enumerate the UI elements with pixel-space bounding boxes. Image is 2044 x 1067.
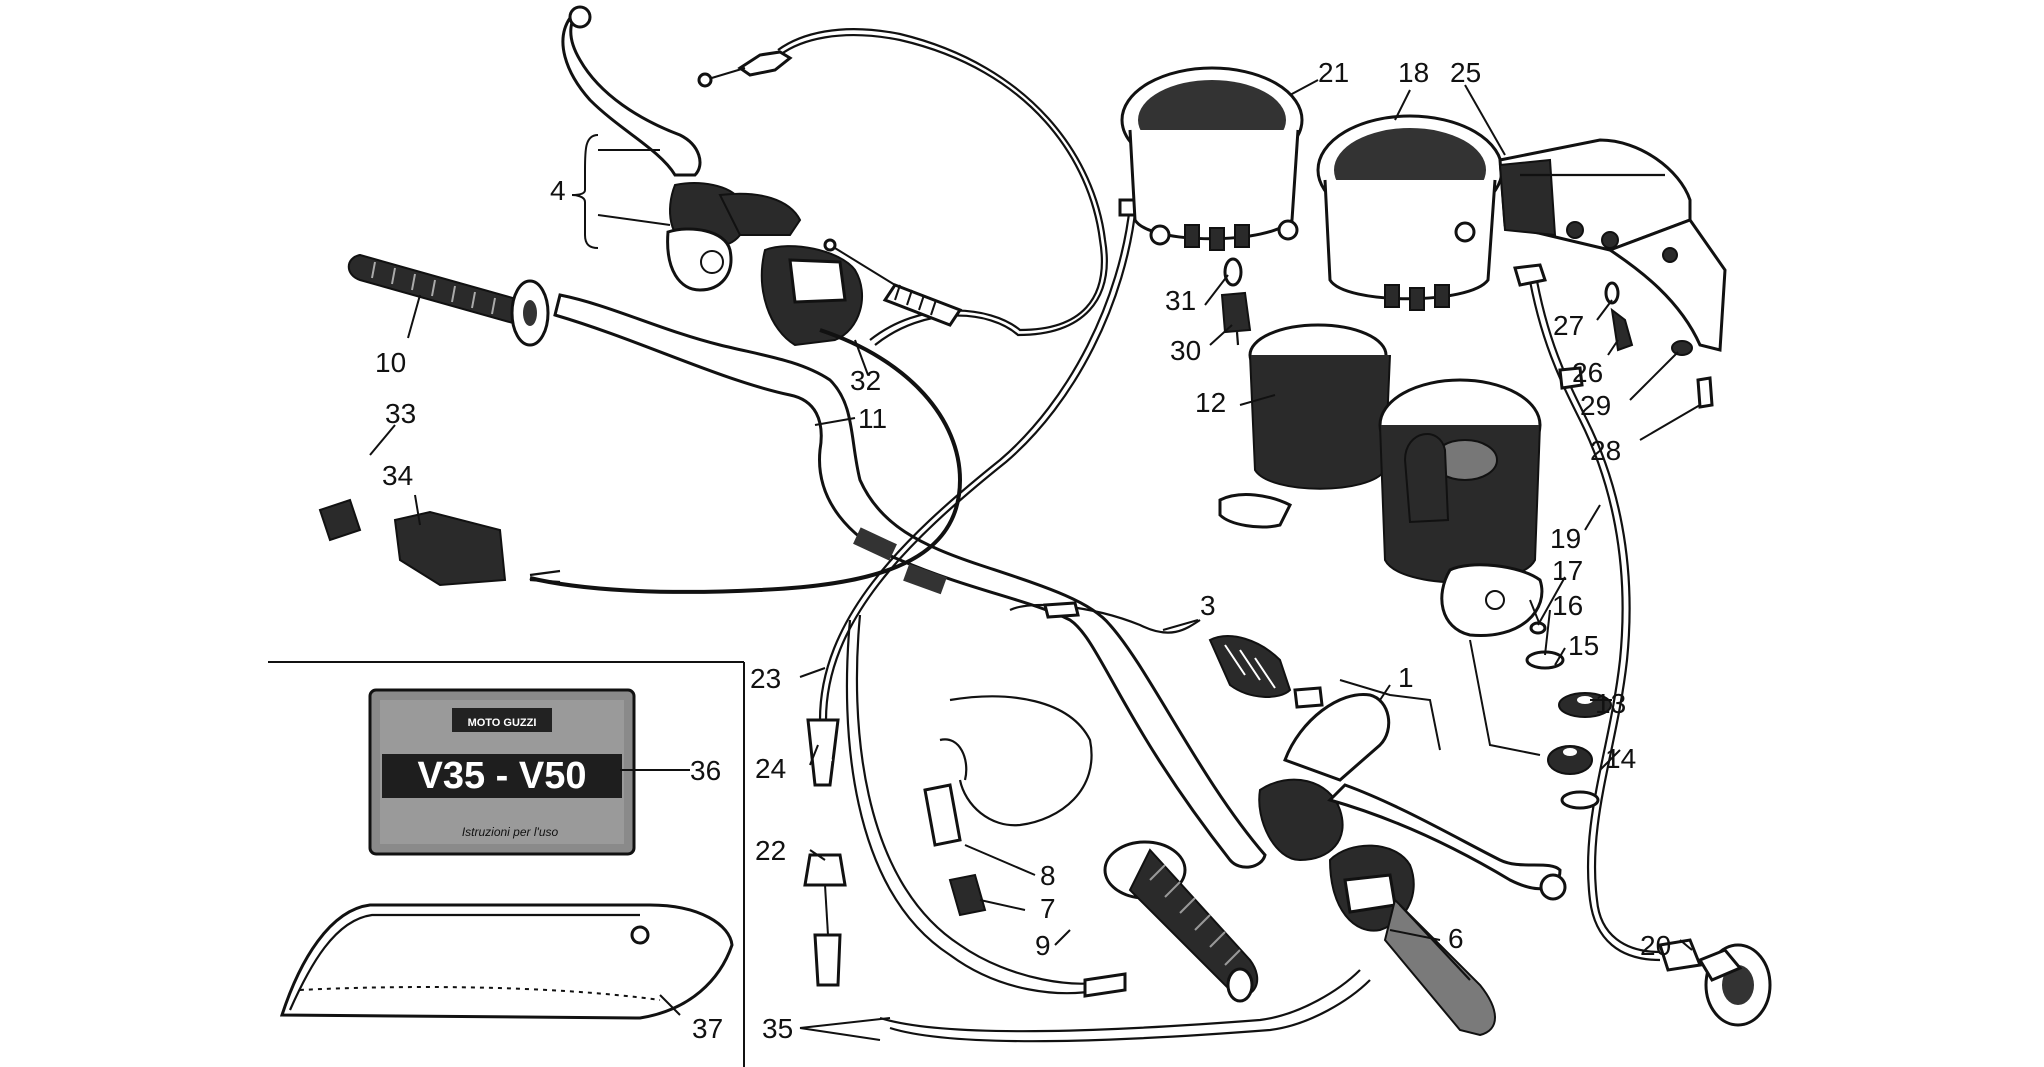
label-9: 9 (1035, 930, 1051, 961)
label-22: 22 (755, 835, 786, 866)
label-11: 11 (858, 403, 887, 434)
right-wiring (923, 695, 1093, 917)
cable-adjuster (803, 853, 847, 987)
label-20: 20 (1640, 930, 1671, 961)
inset-box (268, 661, 745, 1067)
warning-light-panel (1498, 138, 1727, 352)
throttle-grip (1103, 840, 1259, 1003)
label-27: 27 (1553, 310, 1584, 341)
clutch-lever-assembly (561, 5, 802, 292)
label-16: 16 (1552, 590, 1583, 621)
clutch-cable (697, 28, 1108, 346)
label-14: 14 (1605, 743, 1636, 774)
label-1: 1 (1398, 662, 1414, 693)
part-labels: 1 3 4 6 7 8 9 10 11 12 13 14 15 16 17 18… (375, 57, 1671, 1044)
bulb-holder (1220, 257, 1252, 346)
instrument-housing (1218, 323, 1544, 638)
label-3: 3 (1200, 590, 1216, 621)
label-24: 24 (755, 753, 786, 784)
left-grip (347, 253, 550, 347)
speedometer (1120, 66, 1304, 251)
manual-subtitle: Istruzioni per l'uso (462, 825, 559, 839)
label-28: 28 (1590, 435, 1621, 466)
label-15: 15 (1568, 630, 1599, 661)
owners-manual: MOTO GUZZI V35 - V50 Istruzioni per l'us… (368, 688, 636, 856)
label-6: 6 (1448, 923, 1464, 954)
label-13: 13 (1595, 688, 1626, 719)
label-17: 17 (1552, 555, 1583, 586)
label-31: 31 (1165, 285, 1196, 316)
label-4: 4 (550, 175, 566, 206)
label-8: 8 (1040, 860, 1056, 891)
left-switch-housing (760, 245, 864, 347)
label-29: 29 (1580, 390, 1611, 421)
label-32: 32 (850, 365, 881, 396)
label-33: 33 (385, 398, 416, 429)
rev-counter (1316, 114, 1504, 311)
label-30: 30 (1170, 335, 1201, 366)
rev-counter-cable (1513, 263, 1661, 962)
drive-unit (1658, 938, 1772, 1027)
label-19: 19 (1550, 523, 1581, 554)
label-26: 26 (1572, 357, 1603, 388)
right-grip (1383, 898, 1496, 1037)
label-21: 21 (1318, 57, 1349, 88)
label-36: 36 (690, 755, 721, 786)
label-35: 35 (762, 1013, 793, 1044)
brake-cable-adjuster (1009, 601, 1324, 709)
handlebar (553, 293, 1267, 869)
label-12: 12 (1195, 387, 1226, 418)
brake-lever-assembly (1258, 692, 1567, 901)
mounting-hardware (1525, 599, 1612, 810)
label-34: 34 (382, 460, 413, 491)
manual-model: V35 - V50 (418, 755, 587, 797)
label-18: 18 (1398, 57, 1429, 88)
switch-covers (318, 498, 507, 587)
leader-lines (369, 79, 1701, 1041)
label-23: 23 (750, 663, 781, 694)
tool-pouch (279, 903, 734, 1020)
label-37: 37 (692, 1013, 723, 1044)
manual-brand: MOTO GUZZI (468, 717, 537, 729)
label-7: 7 (1040, 893, 1056, 924)
label-10: 10 (375, 347, 406, 378)
throttle-cables (845, 614, 1371, 1043)
label-25: 25 (1450, 57, 1481, 88)
